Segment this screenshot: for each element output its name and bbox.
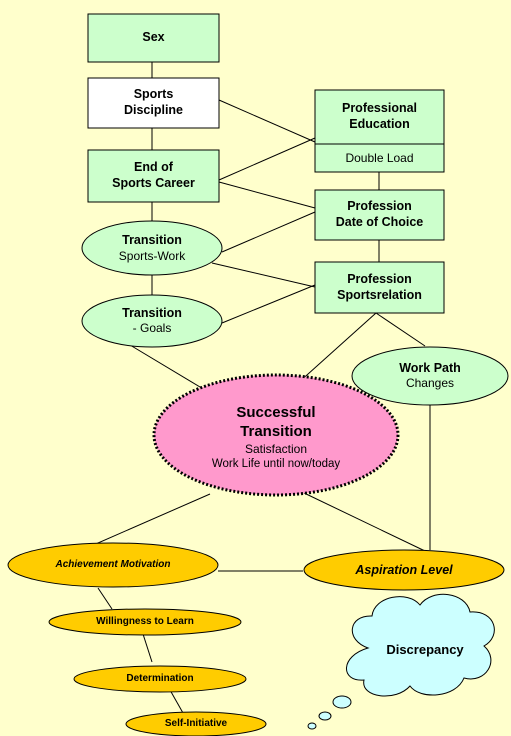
box-professional-education: [314, 89, 445, 173]
line-goals-relation: [221, 284, 316, 324]
node-sex: Sex: [88, 14, 219, 62]
node-discrepancy: Discrepancy: [360, 628, 490, 672]
node-transition-sports-work-sub: Sports-Work: [118, 248, 186, 263]
node-transition-goals-title: Transition: [122, 305, 182, 320]
node-sports-discipline-line1: Sports: [133, 87, 174, 102]
node-discrepancy-label: Discrepancy: [386, 641, 464, 657]
cloud-bubble-2: [318, 711, 332, 721]
node-profession-relation-line1: Profession: [347, 271, 412, 286]
node-profession-relation: Profession Sportsrelation: [315, 262, 444, 313]
node-transition-goals: Transition - Goals: [82, 295, 222, 347]
node-work-path: Work Path Changes: [352, 347, 508, 405]
node-self-initiative-label: Self-Initiative: [164, 717, 228, 729]
node-transition-goals-sub: - Goals: [132, 321, 172, 336]
line-achievement-willingness: [97, 587, 113, 610]
oval-work-path: [351, 346, 509, 406]
node-transition-sports-work-title: Transition: [122, 233, 182, 248]
node-end-of-career-line1: End of: [134, 160, 173, 175]
node-successful-transition-sub1: Satisfaction: [244, 441, 308, 456]
oval-aspiration-level: [303, 549, 505, 591]
node-achievement-motivation-label: Achievement Motivation: [55, 558, 171, 570]
node-self-initiative: Self-Initiative: [126, 714, 266, 734]
line-success-achievement: [81, 493, 211, 551]
node-double-load: Double Load: [315, 144, 444, 172]
cloud-shape: [346, 593, 495, 697]
node-willingness-to-learn-label: Willingness to Learn: [96, 615, 194, 627]
box-end-of-career: [87, 149, 220, 203]
node-transition-sports-work: Transition Sports-Work: [82, 222, 222, 275]
line-determination-initiative: [169, 689, 184, 714]
line-transition-date: [221, 211, 316, 253]
node-professional-education-line2: Education: [349, 117, 410, 131]
oval-transition-sports-work: [81, 220, 223, 276]
oval-achievement-motivation: [7, 542, 219, 588]
node-sex-label: Sex: [142, 30, 165, 45]
box-sports-discipline: [87, 77, 220, 129]
thought-cloud: [307, 593, 495, 730]
node-achievement-motivation: Achievement Motivation: [8, 553, 218, 577]
node-aspiration-level-label: Aspiration Level: [355, 563, 453, 578]
line-willingness-determination: [142, 633, 153, 663]
cloud-bubble-1: [332, 695, 352, 709]
line-career-education: [218, 137, 316, 181]
line-goals-success: [129, 344, 211, 394]
node-determination: Determination: [74, 669, 246, 689]
oval-willingness-to-learn: [48, 608, 242, 636]
line-transition-relation: [211, 262, 316, 288]
node-profession-relation-line2: Sportsrelation: [337, 287, 422, 302]
node-profession-date: Profession Date of Choice: [315, 190, 444, 240]
box-profession-date: [314, 189, 445, 241]
node-work-path-sub: Changes: [405, 376, 455, 391]
node-work-path-title: Work Path: [399, 360, 461, 375]
node-willingness-to-learn: Willingness to Learn: [49, 612, 241, 632]
oval-transition-goals: [81, 294, 223, 348]
oval-self-initiative: [125, 711, 267, 736]
node-profession-date-line1: Profession: [347, 199, 412, 214]
node-aspiration-level: Aspiration Level: [304, 560, 504, 582]
node-professional-education-line1: Professional: [341, 101, 418, 116]
node-profession-date-line2: Date of Choice: [335, 215, 424, 229]
oval-successful-transition: [152, 373, 400, 497]
node-successful-transition-line1: Successful: [236, 403, 316, 421]
node-end-of-career: End of Sports Career: [88, 150, 219, 202]
line-relation-workpath: [375, 312, 426, 347]
oval-determination: [73, 665, 247, 693]
node-successful-transition-sub2: Work Life until now/today: [211, 457, 341, 470]
box-profession-relation: [314, 261, 445, 314]
node-successful-transition: Successful Transition Satisfaction Work …: [160, 392, 392, 482]
node-professional-education: Professional Education: [315, 90, 444, 144]
line-career-profession-date: [218, 181, 316, 209]
node-sports-discipline: Sports Discipline: [88, 78, 219, 128]
node-double-load-label: Double Load: [345, 150, 414, 165]
node-sports-discipline-line2: Discipline: [123, 103, 184, 117]
box-sex: [87, 13, 220, 63]
node-successful-transition-line2: Transition: [240, 423, 312, 441]
line-success-aspiration: [301, 491, 426, 552]
node-end-of-career-line2: Sports Career: [112, 176, 195, 190]
line-discipline-education: [218, 99, 316, 143]
cloud-bubble-3: [307, 722, 317, 730]
node-determination-label: Determination: [126, 672, 194, 684]
